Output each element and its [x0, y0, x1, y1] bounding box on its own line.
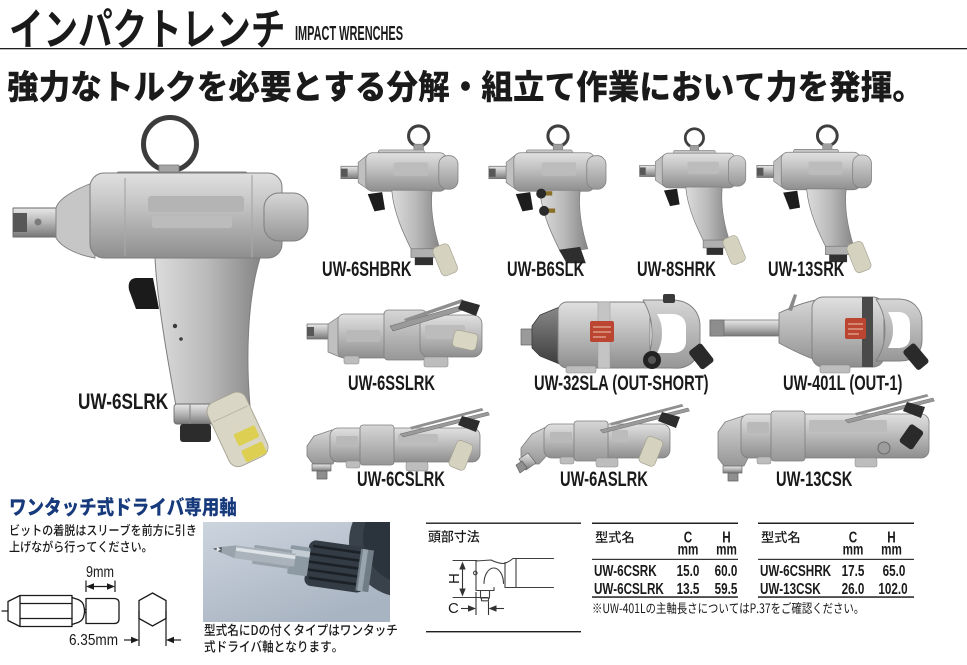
svg-text:C: C [684, 528, 692, 546]
svg-text:UW-6CSRK: UW-6CSRK [594, 561, 657, 579]
svg-text:C: C [448, 600, 459, 617]
svg-text:UW-401L (OUT-1): UW-401L (OUT-1) [783, 371, 902, 394]
svg-text:UW-B6SLK: UW-B6SLK [507, 257, 584, 280]
svg-text:17.5: 17.5 [842, 561, 865, 579]
svg-text:UW-13CSK: UW-13CSK [760, 579, 821, 597]
svg-text:UW-13CSK: UW-13CSK [776, 467, 852, 490]
svg-text:H: H [887, 528, 895, 546]
svg-text:15.0: 15.0 [677, 561, 700, 579]
svg-text:59.5: 59.5 [715, 579, 738, 597]
svg-text:mm: mm [881, 540, 902, 558]
svg-text:UW-32SLA (OUT-SHORT): UW-32SLA (OUT-SHORT) [534, 371, 709, 394]
svg-text:UW-8SHRK: UW-8SHRK [637, 257, 716, 280]
svg-text:26.0: 26.0 [842, 579, 865, 597]
svg-text:UW-6CSHRK: UW-6CSHRK [760, 561, 831, 579]
svg-text:H: H [446, 573, 463, 584]
svg-text:102.0: 102.0 [878, 579, 907, 597]
svg-text:6.35mm: 6.35mm [69, 632, 118, 649]
svg-text:65.0: 65.0 [883, 561, 906, 579]
svg-text:60.0: 60.0 [715, 561, 738, 579]
svg-text:13.5: 13.5 [677, 579, 700, 597]
svg-text:UW-6CSLRK: UW-6CSLRK [594, 579, 664, 597]
svg-text:UW-13SRK: UW-13SRK [768, 257, 844, 280]
svg-text:UW-6SSLRK: UW-6SSLRK [348, 371, 435, 394]
svg-text:mm: mm [843, 540, 864, 558]
svg-text:mm: mm [716, 540, 737, 558]
svg-text:IMPACT WRENCHES: IMPACT WRENCHES [295, 23, 403, 45]
svg-text:mm: mm [678, 540, 699, 558]
svg-text:UW-6CSLRK: UW-6CSLRK [357, 467, 445, 490]
svg-text:C: C [849, 528, 857, 546]
svg-text:9mm: 9mm [86, 564, 114, 581]
svg-text:UW-6SLRK: UW-6SLRK [78, 390, 169, 415]
svg-text:UW-6ASLRK: UW-6ASLRK [560, 467, 648, 490]
svg-text:H: H [722, 528, 730, 546]
svg-text:UW-6SHBRK: UW-6SHBRK [322, 257, 411, 280]
